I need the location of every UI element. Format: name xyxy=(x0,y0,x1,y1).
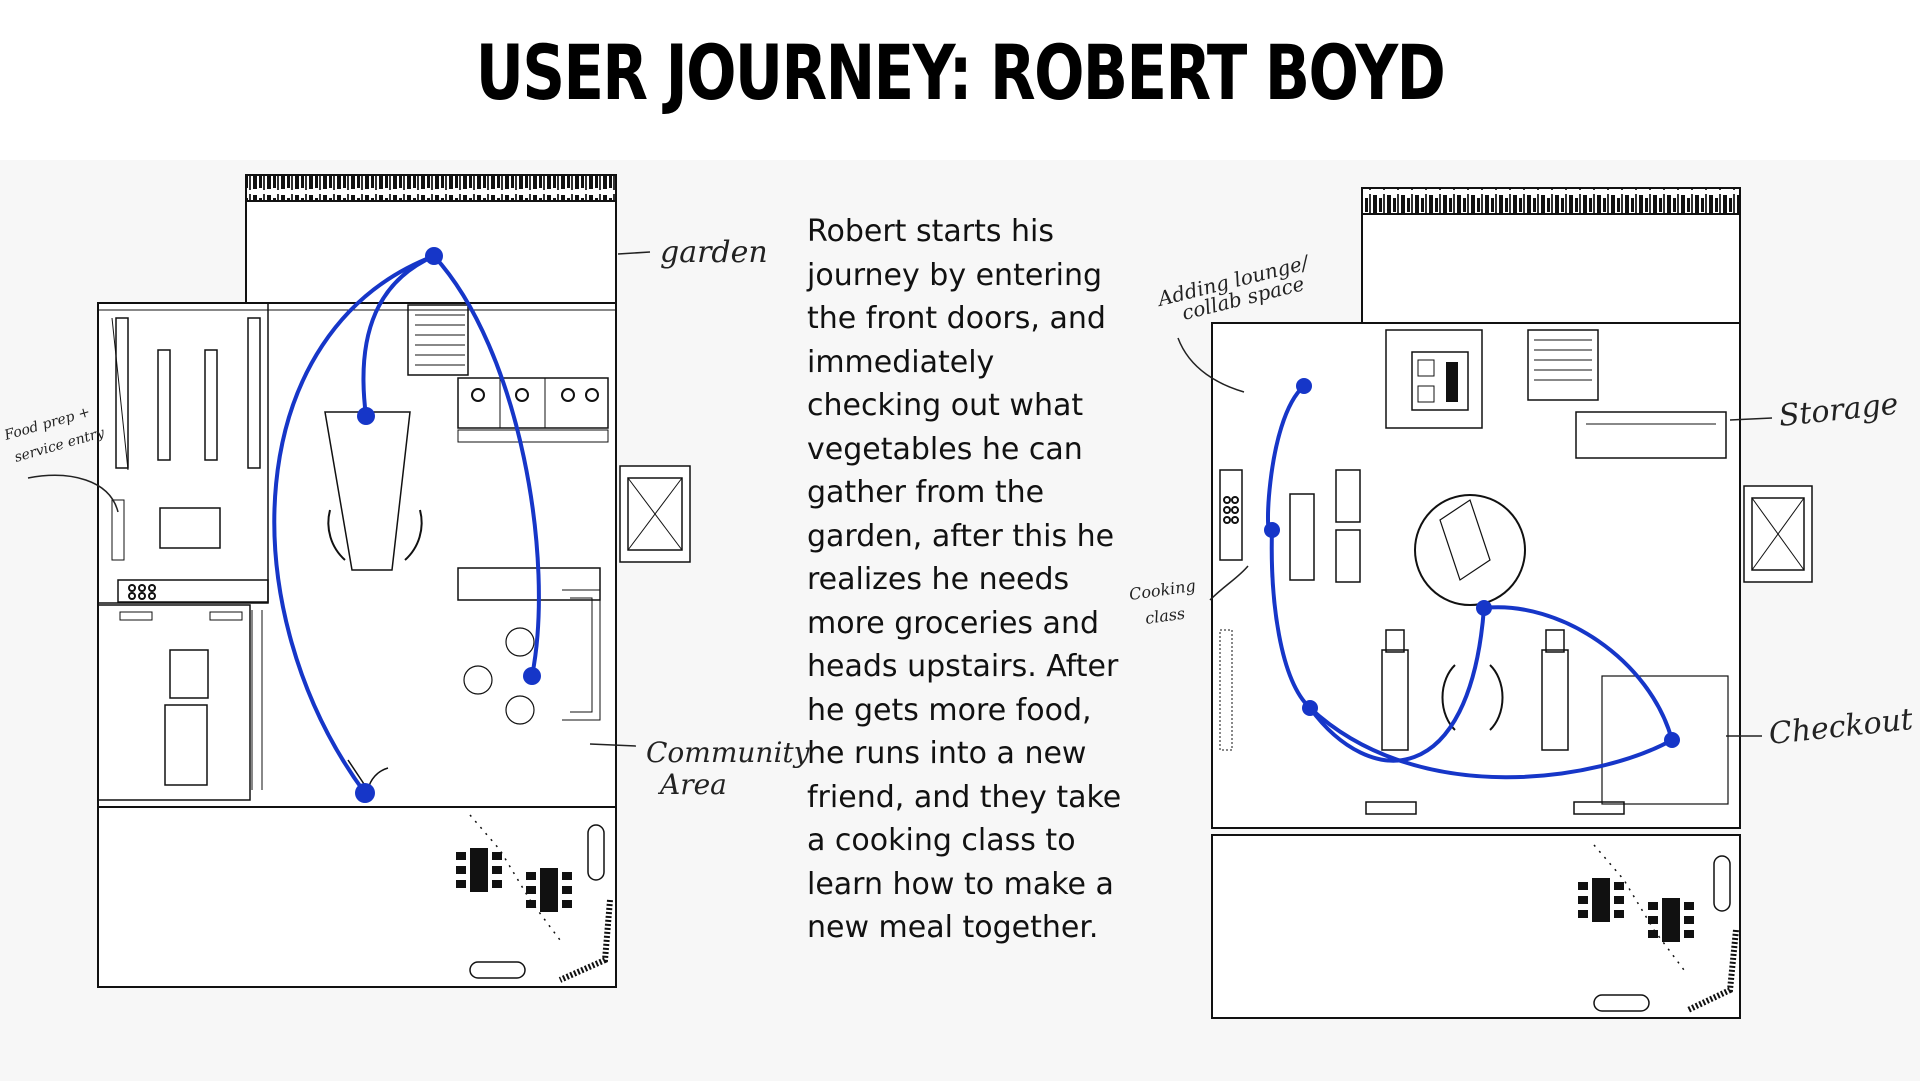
label-storage: Storage xyxy=(1777,387,1900,434)
journey-path-upper xyxy=(1266,384,1674,780)
stop-community xyxy=(523,667,541,685)
floor-plan-ground xyxy=(97,174,691,988)
title-band xyxy=(0,0,1920,160)
label-garden: garden xyxy=(660,235,768,270)
patio-upper xyxy=(1211,834,1741,1019)
stop-garden xyxy=(425,247,443,265)
journey-description: Robert starts his journey by entering th… xyxy=(807,214,1122,945)
label-community-line1: Community xyxy=(646,736,811,769)
stop-stairs-arrival xyxy=(1296,378,1312,394)
floor-plan-upper xyxy=(1211,187,1813,1019)
stop-island xyxy=(357,407,375,425)
upper-planters xyxy=(1361,187,1741,215)
slide-title: USER JOURNEY: ROBERT BOYD xyxy=(475,28,1446,117)
stop-checkout xyxy=(1664,732,1680,748)
stop-round-table xyxy=(1476,600,1492,616)
journey-stops-upper xyxy=(1264,378,1680,748)
stop-cooking-class xyxy=(1302,700,1318,716)
journey-stops-ground xyxy=(355,247,541,803)
label-cooking-line2: class xyxy=(1144,604,1186,628)
journey-path-ground xyxy=(272,254,541,795)
garden-planters xyxy=(245,174,617,202)
stop-cooking-station xyxy=(1264,522,1280,538)
label-community-line2: Area xyxy=(657,768,727,801)
label-checkout: Checkout xyxy=(1767,702,1915,752)
building-upper xyxy=(1211,322,1741,829)
patio-ground xyxy=(97,806,617,988)
building-ground xyxy=(97,302,617,808)
stop-entry xyxy=(355,783,375,803)
label-cooking-line1: Cooking xyxy=(1128,576,1197,604)
